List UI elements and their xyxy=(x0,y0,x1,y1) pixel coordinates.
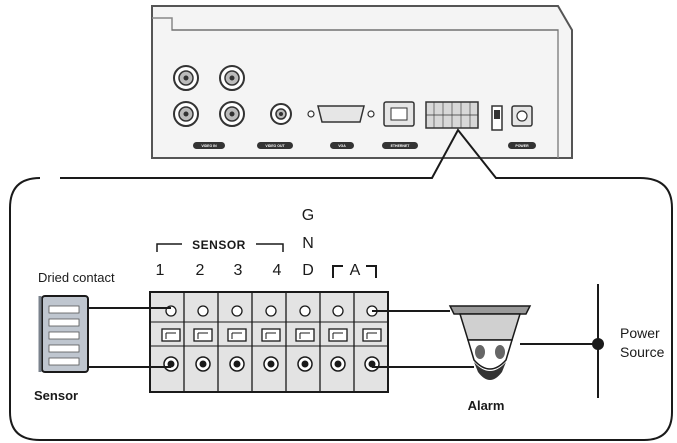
sensor-bracket xyxy=(156,243,284,252)
ethernet-port xyxy=(383,101,415,127)
gnd-letter-n: N xyxy=(302,235,314,252)
port-label-vga: VGA xyxy=(330,142,354,149)
video-in-bnc-connectors xyxy=(173,65,245,127)
terminal-block-small xyxy=(425,101,479,129)
bnc-connector xyxy=(219,65,245,91)
terminal-3 xyxy=(227,305,247,372)
bnc-connector xyxy=(173,101,199,127)
wires xyxy=(88,307,598,368)
zoom-callout-frame xyxy=(9,128,673,441)
svg-text:VIDEO OUT: VIDEO OUT xyxy=(265,144,285,148)
sensor-device xyxy=(38,295,89,373)
alarm-label: Alarm xyxy=(468,398,505,413)
gnd-letter-g: G xyxy=(302,207,314,224)
sensor-group-label: SENSOR xyxy=(192,238,246,252)
port-label-video-out: VIDEO OUT xyxy=(257,142,293,149)
alarm-bracket xyxy=(332,265,377,278)
terminal-1 xyxy=(161,305,181,372)
bnc-connector xyxy=(173,65,199,91)
terminal-alarm-1 xyxy=(328,305,348,372)
vga-port xyxy=(307,105,375,123)
rear-panel-labels: VIDEO IN VIDEO OUT VGA ETHERNET POWER xyxy=(193,142,536,149)
video-out-bnc-connector xyxy=(270,103,292,125)
terminal-block xyxy=(149,291,389,393)
terminal-4 xyxy=(261,305,281,372)
terminal-2 xyxy=(193,305,213,372)
alarm-group-label: A xyxy=(350,262,361,279)
bnc-connector xyxy=(219,101,245,127)
dried-contact-label: Dried contact xyxy=(38,270,115,285)
svg-text:ETHERNET: ETHERNET xyxy=(391,144,411,148)
terminal-labels: SENSOR 1 2 3 4 G N D A xyxy=(156,207,377,279)
port-label-power: POWER xyxy=(508,142,536,149)
sensor-label: Sensor xyxy=(34,388,78,403)
svg-text:VGA: VGA xyxy=(338,144,346,148)
channel-3-label: 3 xyxy=(234,262,243,279)
port-label-ethernet: ETHERNET xyxy=(382,142,418,149)
svg-text:POWER: POWER xyxy=(515,144,529,148)
svg-text:VIDEO IN: VIDEO IN xyxy=(201,144,217,148)
power-source-line1: Power xyxy=(620,325,660,341)
power-source xyxy=(592,284,604,398)
power-source-line2: Source xyxy=(620,344,665,360)
terminal-gnd xyxy=(295,305,315,372)
channel-1-label: 1 xyxy=(156,262,165,279)
channel-4-label: 4 xyxy=(273,262,282,279)
power-switch xyxy=(491,105,503,131)
alarm-device xyxy=(448,305,532,380)
port-label-video-in: VIDEO IN xyxy=(193,142,225,149)
dc-power-jack xyxy=(511,105,533,127)
terminal-alarm-2 xyxy=(362,305,382,372)
channel-2-label: 2 xyxy=(196,262,205,279)
gnd-letter-d: D xyxy=(302,262,314,279)
device-rear-panel xyxy=(151,5,573,159)
